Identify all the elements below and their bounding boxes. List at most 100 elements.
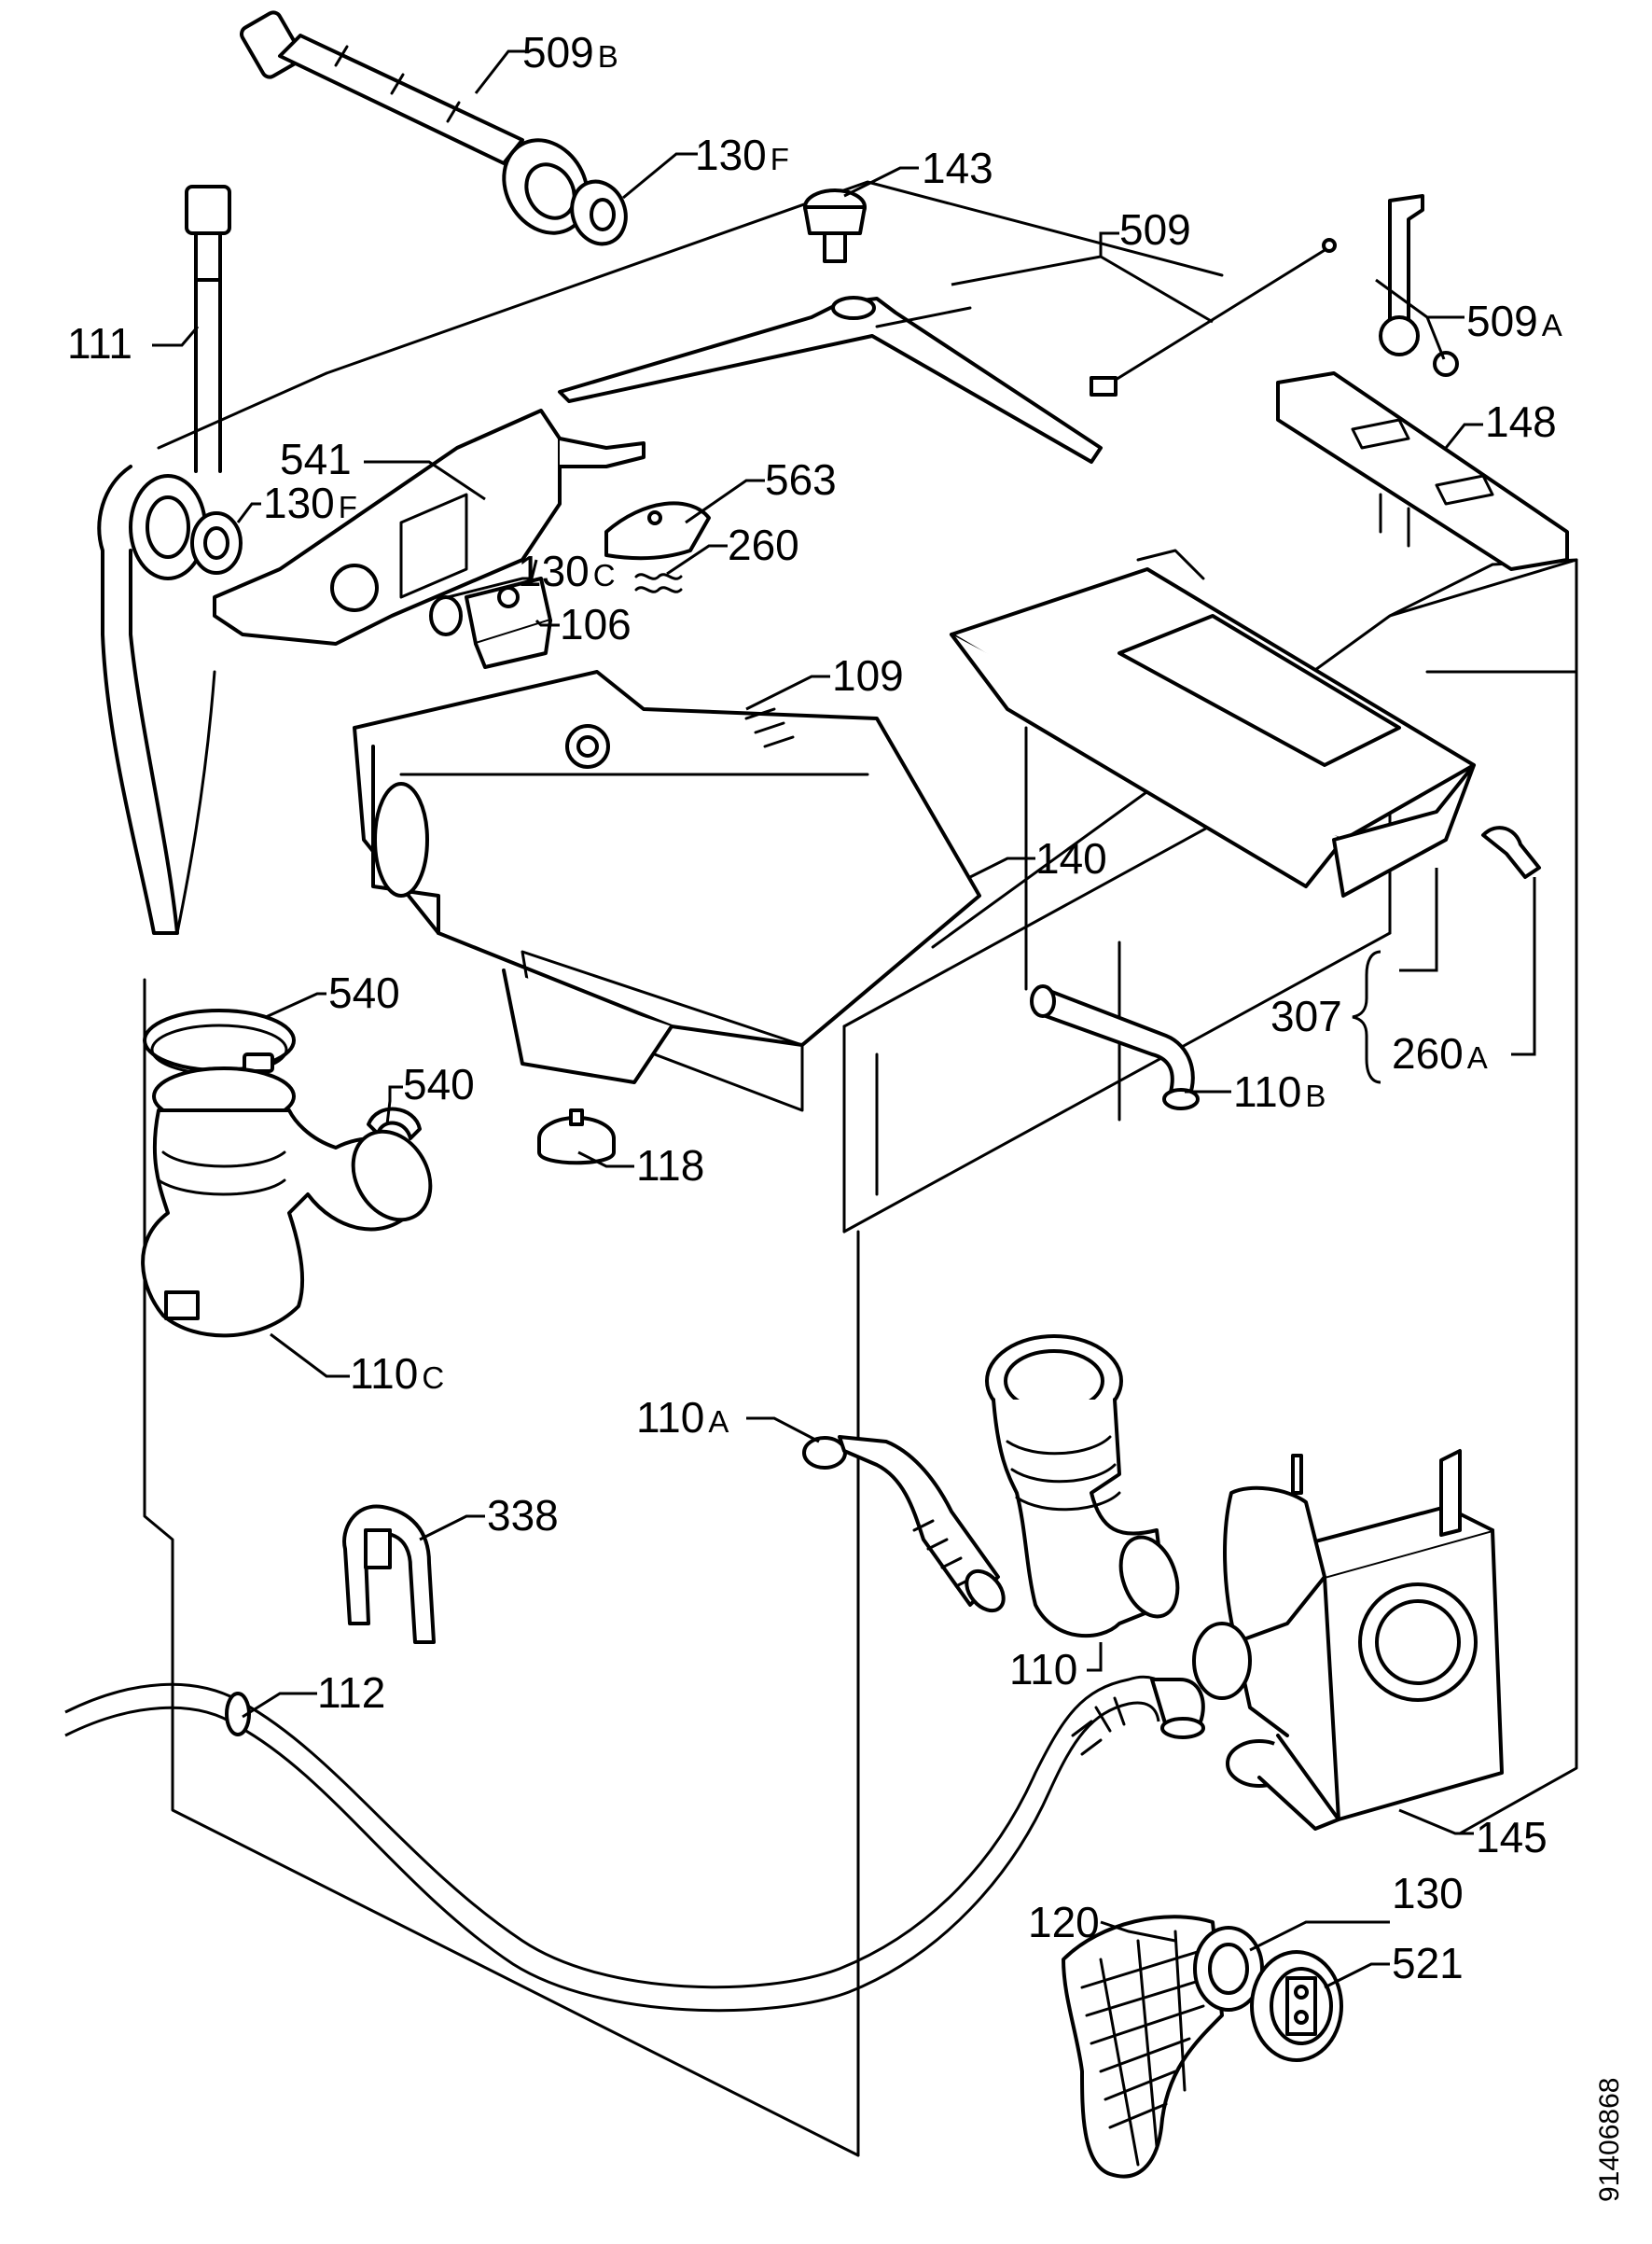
callout-suffix: A (708, 1404, 729, 1439)
part-140-drawer (950, 549, 1476, 898)
callout-number: 145 (1476, 1813, 1548, 1861)
part-509a-bracket (1379, 194, 1459, 377)
callout-suffix: A (1542, 308, 1562, 342)
drawing-number: 91406868 (1594, 2078, 1625, 2202)
part-148-switch (1276, 371, 1569, 571)
part-509-rod (1090, 238, 1337, 397)
callout-label-120: 120 (1028, 1898, 1100, 1946)
callout-label-112: 112 (317, 1668, 385, 1717)
callout-number: 307 (1270, 992, 1342, 1040)
callout-number: 148 (1485, 397, 1557, 446)
callout-number: 130 (1392, 1869, 1464, 1917)
part-521-cap (1250, 1950, 1343, 2062)
callout-number: 338 (487, 1491, 559, 1540)
part-145-pump (1192, 1449, 1504, 1831)
callout-number: 118 (636, 1141, 704, 1190)
part-130-gasket (1193, 1926, 1264, 2012)
part-111-inlet-hose (97, 185, 231, 935)
callout-suffix: C (422, 1360, 444, 1395)
callout-number: 130 (263, 479, 335, 527)
callout-label-540-a: 540 (328, 969, 400, 1017)
part-106-valve (465, 577, 552, 669)
callout-suffix: F (339, 490, 357, 524)
callout-number: 260 (1392, 1029, 1464, 1078)
part-143-knob (803, 188, 867, 263)
part-540-clamp-b (367, 1107, 422, 1140)
callout-number: 110 (636, 1393, 704, 1442)
part-120-filter (1062, 1915, 1224, 2179)
part-130f-top-washer (570, 179, 628, 246)
part-338-clip (342, 1504, 436, 1644)
callout-label-143: 143 (922, 144, 993, 192)
callout-number: 130 (695, 131, 767, 179)
callout-number: 106 (560, 600, 632, 648)
part-130c-washer (429, 595, 463, 636)
callout-number: 110 (1233, 1067, 1301, 1116)
callout-number: 540 (328, 969, 400, 1017)
callout-suffix: B (1305, 1079, 1326, 1113)
callout-number: 509 (522, 28, 594, 77)
part-110-elbow (985, 1334, 1180, 1638)
part-260-spring (634, 573, 683, 593)
callout-suffix: B (598, 39, 618, 74)
part-118-impeller (537, 1108, 616, 1165)
part-110a-hose (802, 1435, 1006, 1613)
callout-label-140: 140 (1035, 834, 1107, 883)
callout-label-111: 111 (67, 319, 132, 368)
callout-label-540-b: 540 (403, 1060, 475, 1108)
callout-number: 110 (350, 1349, 418, 1398)
callout-number: 120 (1028, 1898, 1100, 1946)
callout-label-110: 110 (1009, 1645, 1077, 1693)
callout-number: 140 (1035, 834, 1107, 883)
callout-label-260: 260 (728, 521, 799, 569)
callout-label-521: 521 (1392, 1939, 1464, 1987)
callout-number: 521 (1392, 1939, 1464, 1987)
callout-number: 109 (832, 651, 904, 700)
callout-label-148: 148 (1485, 397, 1557, 446)
part-110c-sump (141, 1066, 433, 1338)
callout-number: 130 (518, 547, 590, 595)
part-130f-mid-washer (190, 511, 243, 575)
callout-label-509: 509 (1119, 205, 1191, 254)
callout-label-109: 109 (832, 651, 904, 700)
callout-suffix: C (593, 558, 616, 592)
callout-number: 509 (1466, 297, 1538, 345)
callout-number: 509 (1119, 205, 1191, 254)
callout-number: 112 (317, 1668, 385, 1717)
callout-number: 143 (922, 144, 993, 192)
callout-label-541: 541 (280, 435, 352, 483)
part-509b-inlet-pipe (240, 10, 590, 235)
part-110b-hose (1030, 984, 1200, 1110)
part-541-bracket (213, 409, 646, 646)
part-260a-hook (1481, 826, 1541, 879)
part-540-clamp-a (143, 1009, 296, 1076)
callout-label-118: 118 (636, 1141, 704, 1190)
part-563-cover (604, 501, 711, 561)
callout-label-145: 145 (1476, 1813, 1548, 1861)
callout-number: 260 (728, 521, 799, 569)
callout-number: 110 (1009, 1645, 1077, 1693)
callout-number: 540 (403, 1060, 475, 1108)
callout-suffix: F (770, 142, 789, 176)
part-509-arm (558, 296, 1103, 464)
part-109-housing (353, 670, 981, 1112)
part-112-drain-hose (64, 1675, 1205, 2013)
brace-307 (1352, 950, 1381, 1084)
callout-label-563: 563 (765, 455, 837, 504)
callout-label-307: 307 (1270, 992, 1342, 1040)
callout-suffix: A (1467, 1040, 1488, 1075)
callout-label-130: 130 (1392, 1869, 1464, 1917)
callout-number: 541 (280, 435, 352, 483)
